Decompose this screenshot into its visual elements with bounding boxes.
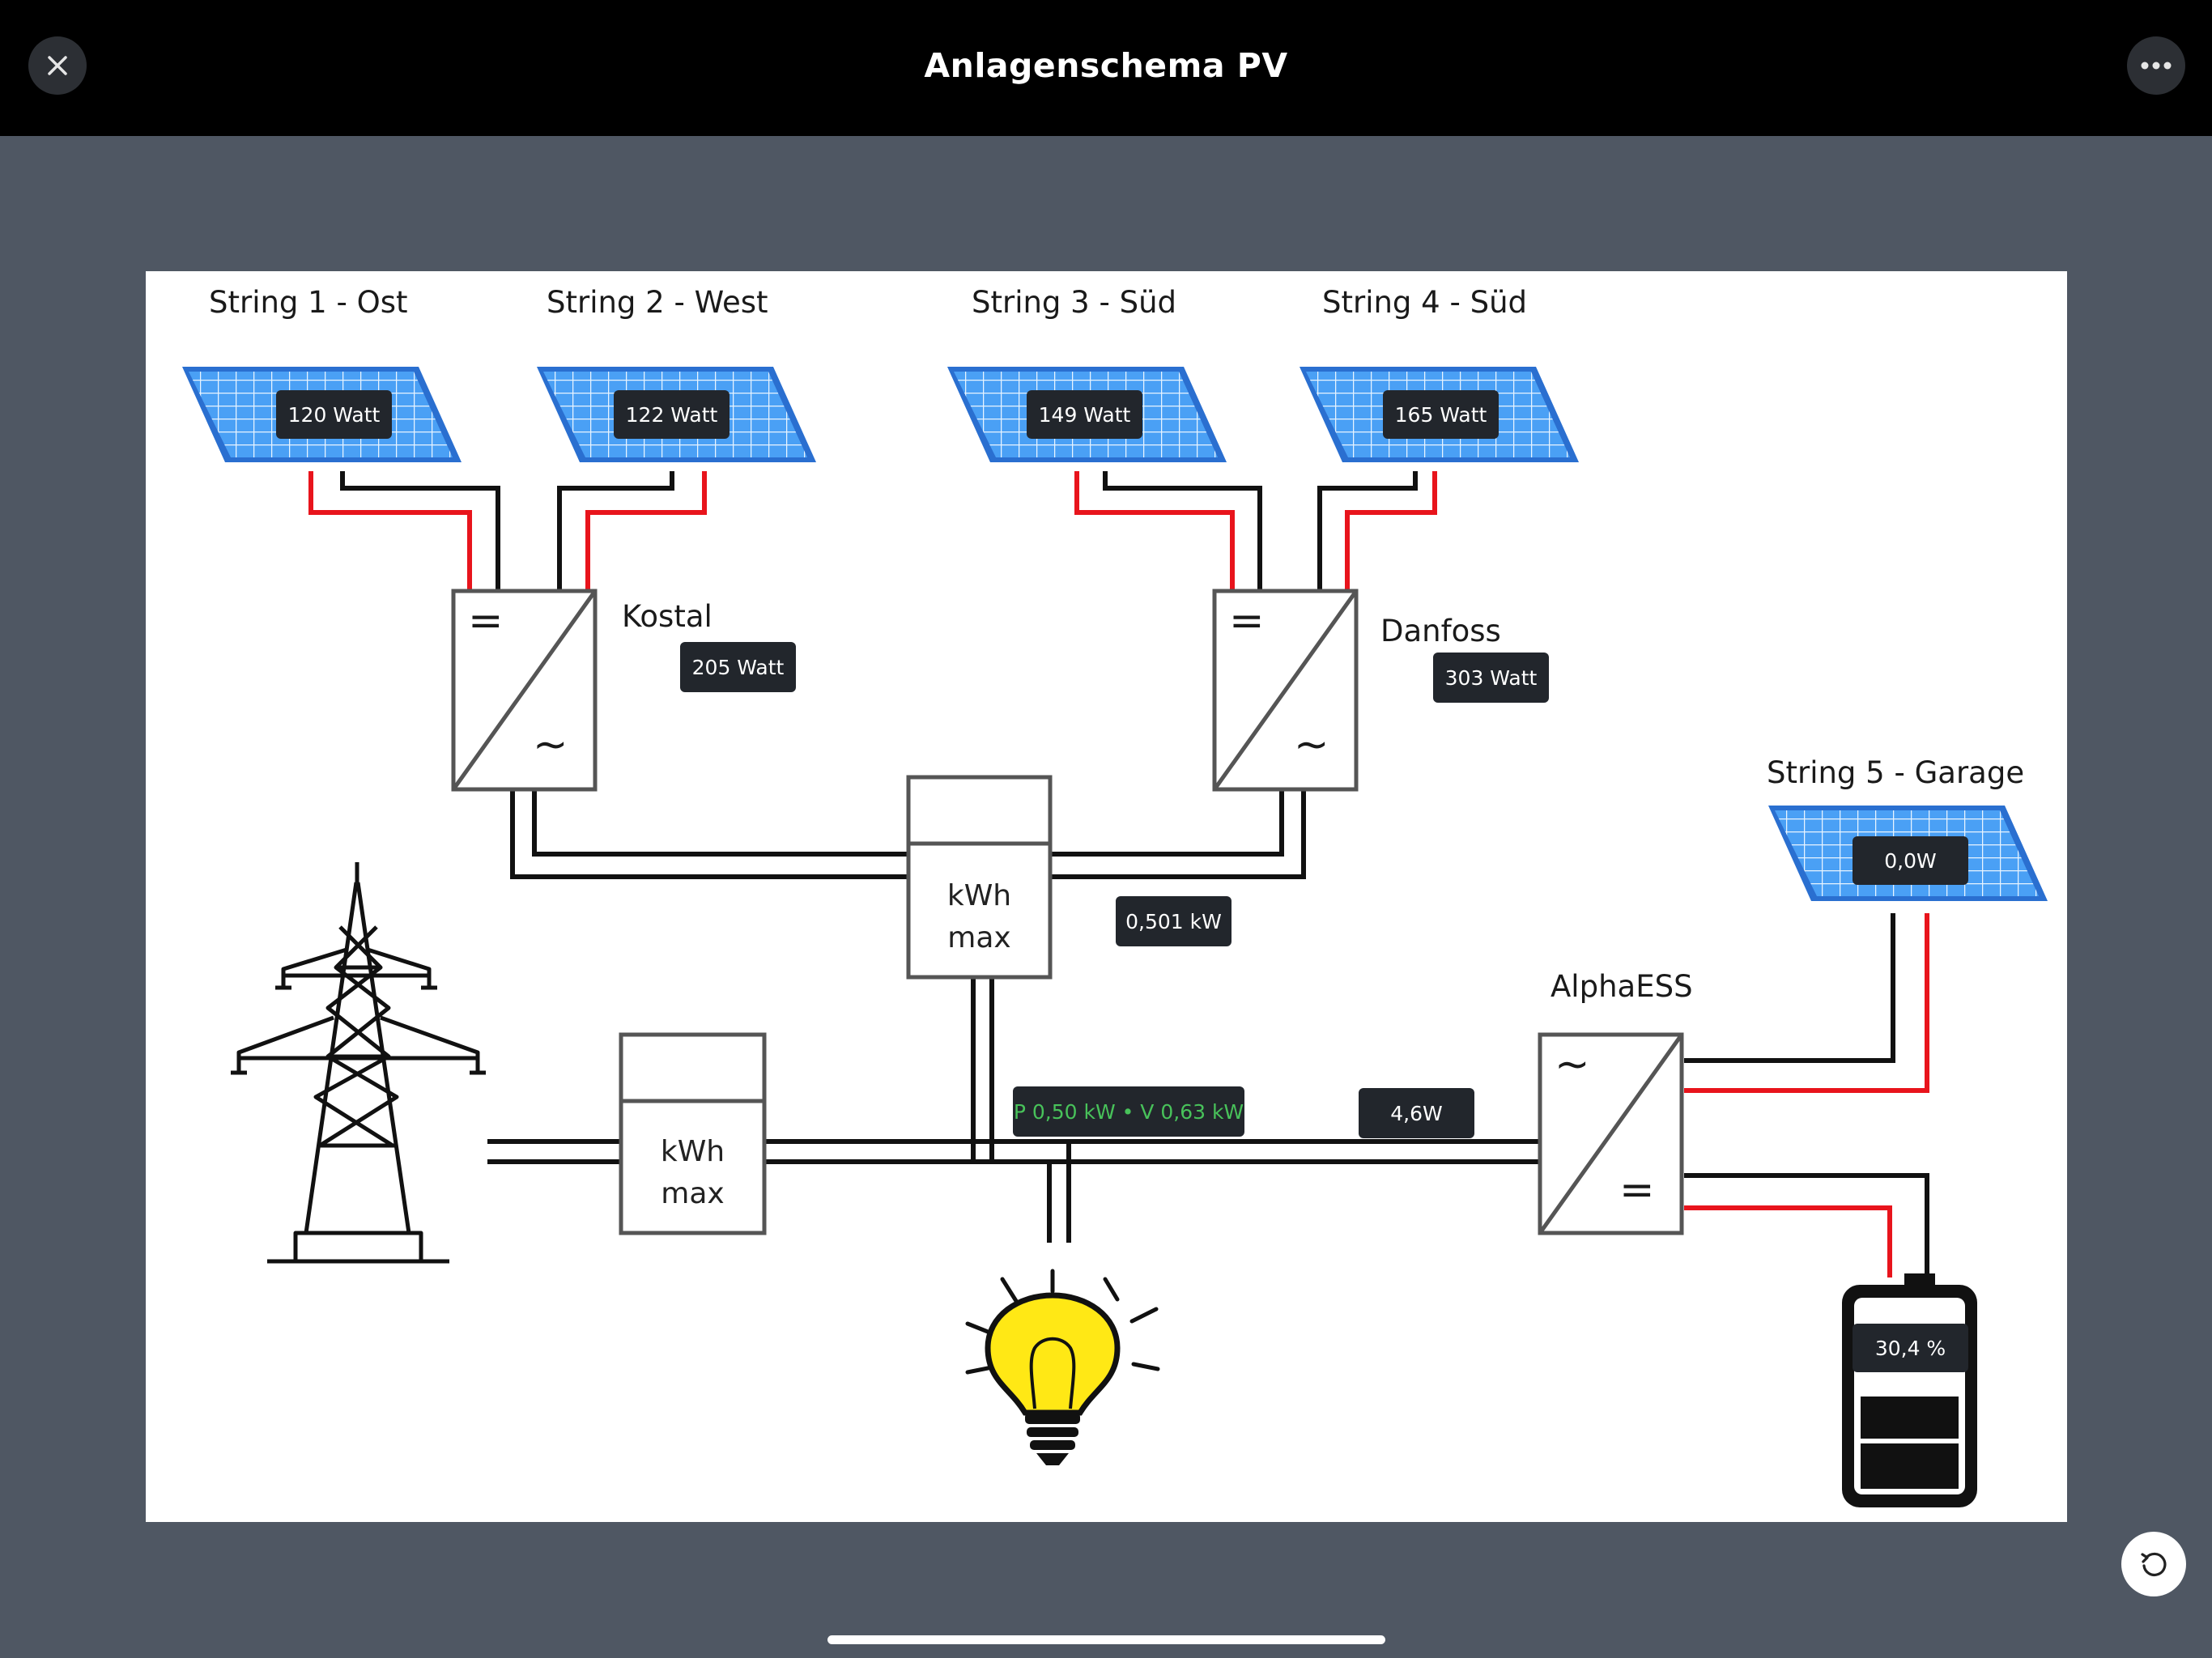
battery-soc-badge: 30,4 % (1853, 1324, 1968, 1372)
meter-grid-unit: kWh (660, 1135, 725, 1168)
string-5-power-badge: 0,0W (1853, 836, 1968, 885)
refresh-button[interactable] (2121, 1532, 2186, 1596)
danfoss-ac-symbol: ~ (1294, 721, 1329, 769)
kostal-power-badge: 205 Watt (680, 642, 796, 692)
string-4-power-badge: 165 Watt (1383, 390, 1499, 439)
more-options-button[interactable] (2127, 36, 2185, 95)
string-2-power-badge: 122 Watt (614, 390, 730, 439)
page-title: Anlagenschema PV (924, 46, 1288, 85)
string-1-power-badge: 120 Watt (276, 390, 392, 439)
consumption-badge: P 0,50 kW • V 0,63 kW (1013, 1086, 1244, 1137)
string-3-label: String 3 - Süd (972, 285, 1177, 320)
string-3-power-badge: 149 Watt (1027, 390, 1142, 439)
alphaess-dc-symbol: = (1619, 1166, 1655, 1214)
close-button[interactable] (28, 36, 87, 95)
string-5-label: String 5 - Garage (1767, 755, 2025, 790)
meter-grid-icon (619, 1032, 767, 1235)
string-4-label: String 4 - Süd (1322, 285, 1528, 320)
light-bulb-icon (965, 1269, 1160, 1465)
battery-icon (1842, 1273, 1977, 1507)
meter-pv-unit: kWh (946, 879, 1012, 912)
danfoss-power-badge: 303 Watt (1433, 653, 1549, 703)
top-bar (0, 0, 2212, 136)
refresh-icon (2141, 1552, 2167, 1576)
kostal-label: Kostal (622, 599, 713, 634)
power-grid-tower-icon (231, 862, 486, 1264)
string-1-label: String 1 - Ost (209, 285, 408, 320)
more-icon (2141, 62, 2172, 70)
diagram-graphics (182, 367, 2048, 1507)
pv-total-badge: 0,501 kW (1116, 896, 1231, 946)
alphaess-label: AlphaESS (1551, 969, 1693, 1004)
meter-grid-label: kWh max (621, 1131, 764, 1215)
danfoss-dc-symbol: = (1229, 597, 1265, 645)
meter-pv-label: kWh max (908, 875, 1050, 959)
home-indicator[interactable] (827, 1635, 1385, 1644)
inverter-alphaess-icon (1538, 1032, 1684, 1235)
danfoss-label: Danfoss (1380, 614, 1501, 648)
kostal-ac-symbol: ~ (533, 721, 568, 769)
alphaess-power-badge: 4,6W (1359, 1088, 1474, 1138)
kostal-dc-symbol: = (468, 597, 504, 645)
inverter-danfoss-icon (1212, 589, 1359, 792)
inverter-kostal-icon (451, 589, 598, 792)
meter-pv-max: max (947, 921, 1011, 954)
close-icon (48, 56, 67, 75)
system-diagram[interactable]: String 1 - Ost String 2 - West String 3 … (146, 271, 2067, 1522)
meter-grid-max: max (661, 1177, 725, 1210)
meter-pv-icon (906, 775, 1053, 980)
string-2-label: String 2 - West (547, 285, 768, 320)
alphaess-ac-symbol: ~ (1555, 1040, 1590, 1089)
